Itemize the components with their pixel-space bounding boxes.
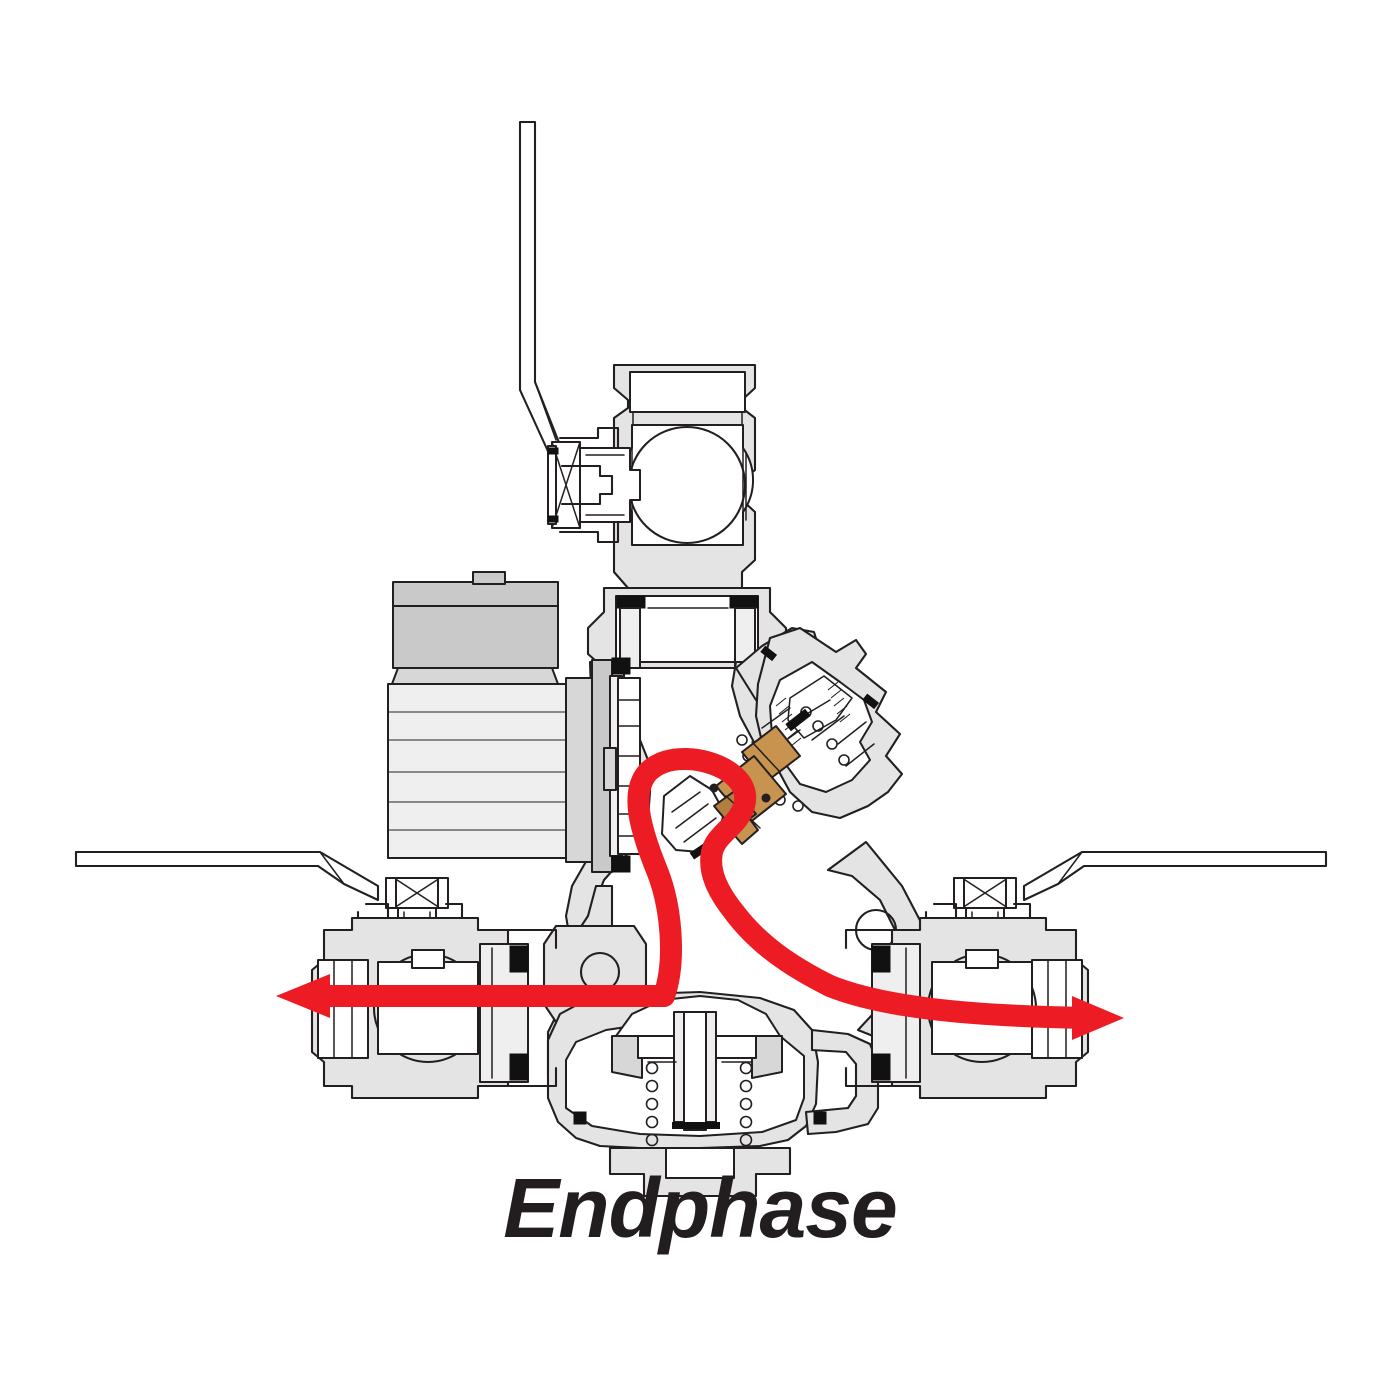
left-valve-handle[interactable] [74,850,380,902]
right-ball-valve [844,850,1328,1100]
strainer-cover [387,571,641,873]
right-valve-handle[interactable] [1022,850,1328,902]
flow-path [276,748,1124,1040]
bottom-check-valve [573,995,827,1198]
top-ball-valve [518,120,788,670]
top-valve-stem [547,426,641,544]
figure-caption: Endphase [503,1161,897,1255]
